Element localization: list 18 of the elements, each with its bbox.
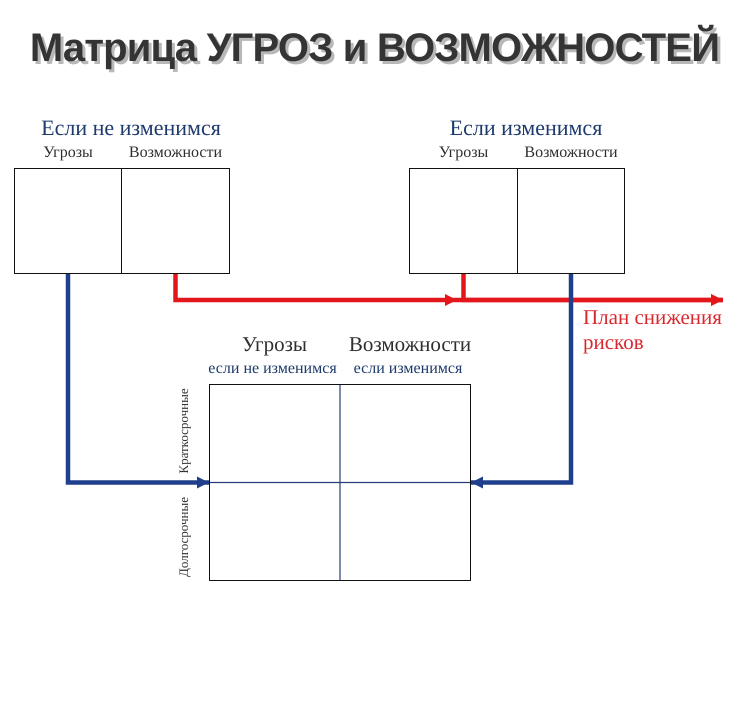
column-heading: Угрозы bbox=[43, 143, 93, 163]
connector-arrow bbox=[66, 274, 209, 488]
column-heading: Угрозы bbox=[438, 143, 488, 163]
column-heading: Возможности bbox=[128, 143, 222, 163]
column-heading: Возможности bbox=[348, 331, 472, 357]
column-heading: Возможности bbox=[524, 143, 618, 163]
group-heading: Если изменимся bbox=[448, 114, 604, 142]
matrix-grid bbox=[209, 384, 471, 581]
group-heading: Если не изменимся bbox=[40, 114, 222, 142]
connector-arrow bbox=[471, 274, 574, 488]
column-subheading: если изменимся bbox=[352, 359, 464, 379]
result-text: План снижения рисков bbox=[583, 305, 729, 355]
row-label: Краткосрочные bbox=[176, 388, 192, 474]
connector-arrow bbox=[173, 274, 723, 306]
row-label: Долгосрочные bbox=[176, 497, 192, 577]
title: Матрица УГРОЗ и ВОЗМОЖНОСТЕЙ bbox=[28, 24, 720, 72]
column-heading: Угрозы bbox=[240, 331, 308, 357]
column-subheading: если не изменимся bbox=[207, 359, 338, 379]
